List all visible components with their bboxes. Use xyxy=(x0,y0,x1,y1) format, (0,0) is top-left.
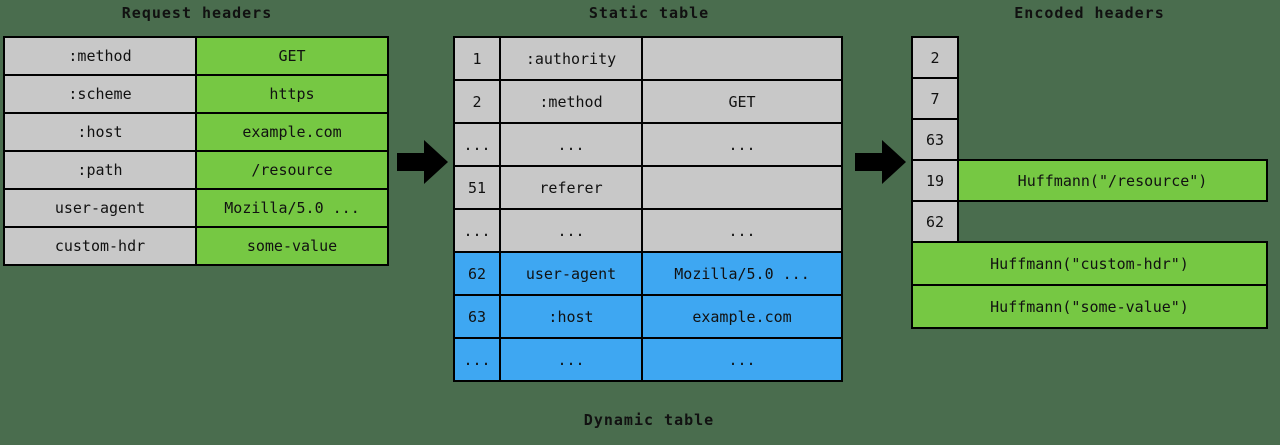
title-static-table: Static table xyxy=(588,4,710,22)
table-row: Huffmann("custom-hdr") xyxy=(911,241,1268,286)
entry-index-cell: ... xyxy=(453,337,501,382)
entry-name-cell: referer xyxy=(499,165,643,210)
table-row: 1 :authority xyxy=(453,36,843,81)
entry-index-cell: 62 xyxy=(453,251,501,296)
table-row: :host example.com xyxy=(3,112,389,152)
request-headers-table: :method GET :scheme https :host example.… xyxy=(3,36,389,266)
table-row: 19 Huffmann("/resource") xyxy=(911,159,1268,202)
entry-value-cell: example.com xyxy=(641,294,843,339)
header-name-cell: :method xyxy=(3,36,197,76)
entry-value-cell: ... xyxy=(641,337,843,382)
index-table: 1 :authority 2 :method GET ... ... ... 5… xyxy=(453,36,843,382)
encoded-headers-table: 2 7 63 19 Huffmann("/resource") 62 Huffm… xyxy=(911,36,1268,329)
title-encoded-headers: Encoded headers xyxy=(1014,4,1165,22)
entry-name-cell: user-agent xyxy=(499,251,643,296)
table-row: Huffmann("some-value") xyxy=(911,284,1268,329)
title-dynamic-table: Dynamic table xyxy=(583,411,715,429)
entry-value-cell xyxy=(641,165,843,210)
table-row: 7 xyxy=(911,77,1268,120)
header-name-cell: custom-hdr xyxy=(3,226,197,266)
header-value-cell: GET xyxy=(195,36,389,76)
entry-name-cell: ... xyxy=(499,208,643,253)
encoded-index-cell: 19 xyxy=(911,159,959,202)
entry-name-cell: :method xyxy=(499,79,643,124)
entry-value-cell xyxy=(641,36,843,81)
header-value-cell: example.com xyxy=(195,112,389,152)
encoded-literal-cell: Huffmann("some-value") xyxy=(911,284,1268,329)
table-row: user-agent Mozilla/5.0 ... xyxy=(3,188,389,228)
entry-value-cell: ... xyxy=(641,122,843,167)
header-name-cell: :path xyxy=(3,150,197,190)
header-name-cell: :host xyxy=(3,112,197,152)
entry-name-cell: ... xyxy=(499,337,643,382)
header-name-cell: :scheme xyxy=(3,74,197,114)
header-value-cell: Mozilla/5.0 ... xyxy=(195,188,389,228)
entry-name-cell: :host xyxy=(499,294,643,339)
entry-index-cell: ... xyxy=(453,208,501,253)
entry-index-cell: ... xyxy=(453,122,501,167)
entry-index-cell: 1 xyxy=(453,36,501,81)
table-row: ... ... ... xyxy=(453,208,843,253)
table-row: :method GET xyxy=(3,36,389,76)
table-row: :path /resource xyxy=(3,150,389,190)
table-row: 2 :method GET xyxy=(453,79,843,124)
table-row: 62 xyxy=(911,200,1268,243)
entry-value-cell: ... xyxy=(641,208,843,253)
table-row: 62 user-agent Mozilla/5.0 ... xyxy=(453,251,843,296)
header-name-cell: user-agent xyxy=(3,188,197,228)
encoded-index-cell: 62 xyxy=(911,200,959,243)
arrow-right-icon xyxy=(855,138,907,190)
header-value-cell: https xyxy=(195,74,389,114)
table-row: 51 referer xyxy=(453,165,843,210)
entry-index-cell: 51 xyxy=(453,165,501,210)
encoded-index-cell: 2 xyxy=(911,36,959,79)
encoded-literal-cell: Huffmann("custom-hdr") xyxy=(911,241,1268,286)
table-row: ... ... ... xyxy=(453,122,843,167)
header-value-cell: /resource xyxy=(195,150,389,190)
entry-index-cell: 2 xyxy=(453,79,501,124)
entry-value-cell: GET xyxy=(641,79,843,124)
entry-name-cell: ... xyxy=(499,122,643,167)
header-value-cell: some-value xyxy=(195,226,389,266)
entry-name-cell: :authority xyxy=(499,36,643,81)
entry-value-cell: Mozilla/5.0 ... xyxy=(641,251,843,296)
arrow-right-icon xyxy=(397,138,449,190)
table-row: 63 xyxy=(911,118,1268,161)
table-row: 2 xyxy=(911,36,1268,79)
encoded-payload-cell: Huffmann("/resource") xyxy=(957,159,1268,202)
title-request-headers: Request headers xyxy=(121,4,273,22)
table-row: custom-hdr some-value xyxy=(3,226,389,266)
encoded-index-cell: 7 xyxy=(911,77,959,120)
table-row: :scheme https xyxy=(3,74,389,114)
table-row: ... ... ... xyxy=(453,337,843,382)
table-row: 63 :host example.com xyxy=(453,294,843,339)
encoded-index-cell: 63 xyxy=(911,118,959,161)
entry-index-cell: 63 xyxy=(453,294,501,339)
